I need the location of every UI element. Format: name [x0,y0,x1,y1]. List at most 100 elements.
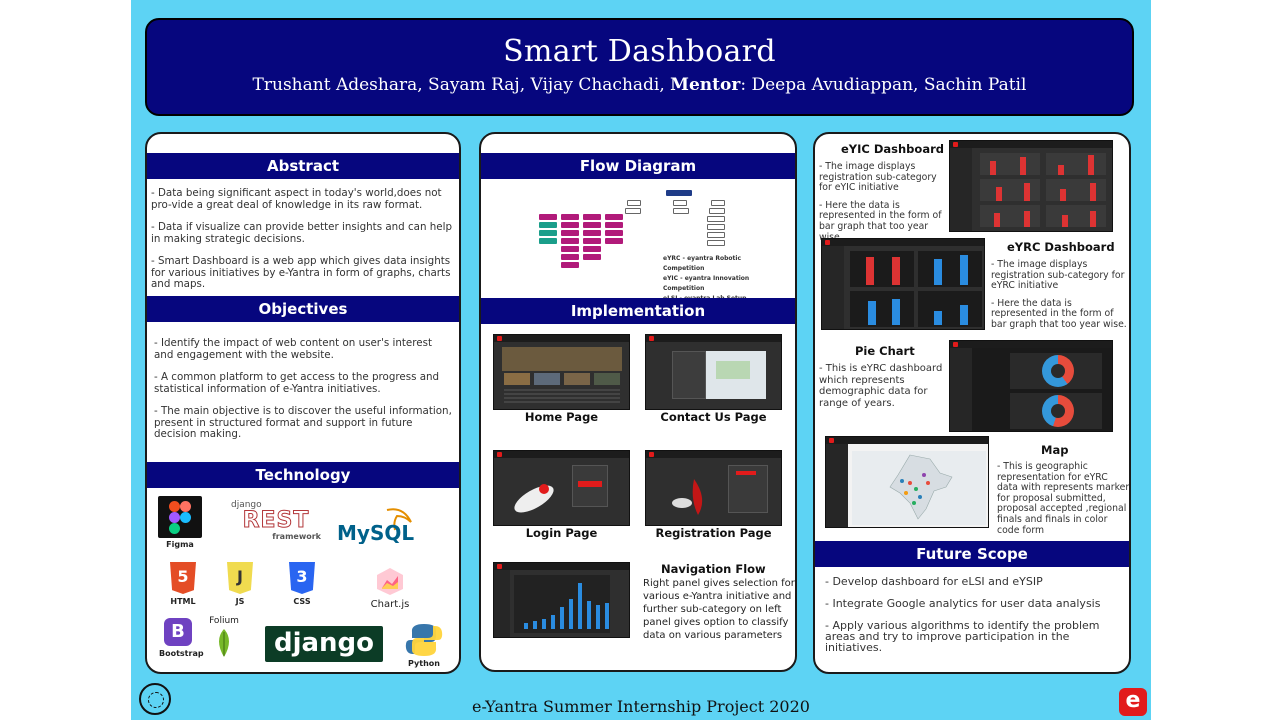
navigation-flow-text: Right panel gives selection for various … [643,578,795,641]
poster-title: Smart Dashboard [503,34,776,69]
abstract-bullets: - Data being significant aspect in today… [151,187,455,302]
login-page-screenshot [493,450,630,526]
future-scope-bullets: - Develop dashboard for eLSI and eYSIP -… [825,576,1125,664]
html-label: HTML [170,597,196,606]
thumbnail-bar [578,583,582,629]
eyrc-dashboard-title: eYRC Dashboard [1007,240,1115,254]
python-logo: Python [401,622,447,668]
thumbnail-bar [596,605,600,629]
registration-page-caption: Registration Page [655,526,772,540]
bootstrap-logo: B Bootstrap [159,618,204,658]
thumbnail-bar [569,599,573,629]
poster-authors: Trushant Adeshara, Sayam Raj, Vijay Chac… [147,75,1132,95]
authors-names: Trushant Adeshara, Sayam Raj, Vijay Chac… [252,75,671,95]
objectives-bullet: - A common platform to get access to the… [154,371,440,395]
eyic-dashboard-screenshot [949,140,1113,232]
python-icon [405,624,443,656]
js-logo: J JS [223,562,257,606]
poster: Smart Dashboard Trushant Adeshara, Sayam… [131,0,1151,720]
css-logo: 3 CSS [285,562,319,606]
rocket-illustration [672,479,703,515]
objectives-title: Objectives [147,296,459,322]
future-bullet: - Apply various algorithms to identify t… [825,619,1100,654]
js-label: JS [235,597,245,606]
abstract-bullet: - Smart Dashboard is a web app which giv… [151,255,451,290]
eyrc-desc-line: - The image displays registration sub-ca… [991,259,1125,292]
flow-legend-item: eYRC - eyantra Robotic Competition [663,255,742,272]
html5-icon: 5 [170,562,196,594]
footer-text: e-Yantra Summer Internship Project 2020 [472,697,810,716]
django-label: django [265,626,383,662]
thumbnail-bar [560,607,564,629]
mysql-logo: MySQL [335,504,425,546]
pie-chart-title: Pie Chart [855,344,915,358]
flow-legend-item: eYIC - eyantra Innovation Competition [663,275,750,292]
eyrc-dashboard-desc: - The image displays registration sub-ca… [991,259,1129,331]
contact-page-screenshot [645,334,782,410]
navigation-flow-title: Navigation Flow [661,562,766,576]
eyic-dashboard-desc: - The image displays registration sub-ca… [819,161,951,243]
objectives-bullets: - Identify the impact of web content on … [154,337,454,452]
implementation-title: Implementation [481,298,795,324]
technology-title: Technology [147,462,459,488]
abstract-bullet: - Data being significant aspect in today… [151,187,442,211]
registration-page-screenshot [645,450,782,526]
thumbnail-bar [524,623,528,629]
thumbnail-bar [587,601,591,629]
abstract-title: Abstract [147,153,459,179]
folium-logo: Folium [207,616,241,658]
eyrc-dashboard-screenshot [821,238,985,330]
institute-emblem-icon [139,683,171,715]
middle-column: Flow Diagram [479,132,797,672]
home-page-caption: Home Page [524,410,599,424]
folium-label: Folium [209,616,239,626]
django-logo: django [265,626,383,662]
thumbnail-bar [605,603,609,629]
leaf-icon [219,629,229,657]
abstract-bullet: - Data if visualize can provide better i… [151,221,453,245]
drf-main: REST [242,508,310,533]
thumbnail-bar [533,621,537,629]
chartjs-label: Chart.js [370,599,410,610]
map-title: Map [1041,443,1069,457]
login-page-caption: Login Page [525,526,598,540]
html-logo: 5 HTML [165,562,201,606]
eyantra-logo-icon: e [1119,688,1147,716]
drf-bottom: framework [272,532,321,541]
flow-title: Flow Diagram [481,153,795,179]
js-icon: J [227,562,253,594]
objectives-bullet: - The main objective is to discover the … [154,405,452,440]
pie-chart-desc: - This is eYRC dashboard which represent… [819,363,943,409]
pie-chart-screenshot [949,340,1113,432]
thumbnail-bar [551,615,555,629]
chartjs-logo: Chart.js [367,566,413,610]
eyic-dashboard-title: eYIC Dashboard [841,142,944,156]
eyic-desc-line: - The image displays registration sub-ca… [819,161,937,194]
bootstrap-label: Bootstrap [159,649,204,658]
drf-logo: django REST framework [231,500,321,541]
eyic-desc-line: - Here the data is represented in the fo… [819,199,942,242]
navigation-flow-screenshot [493,562,630,638]
css-label: CSS [293,597,311,606]
poster-header: Smart Dashboard Trushant Adeshara, Sayam… [145,18,1134,116]
python-label: Python [408,659,440,668]
future-bullet: - Develop dashboard for eLSI and eYSIP [825,575,1043,588]
left-column: Abstract - Data being significant aspect… [145,132,461,674]
bootstrap-icon: B [164,618,192,646]
figma-icon [158,496,202,538]
right-column: eYIC Dashboard - The image displays regi… [813,132,1131,674]
figma-logo: Figma [157,496,203,549]
home-page-screenshot [493,334,630,410]
map-screenshot [825,436,989,528]
css3-icon: 3 [289,562,315,594]
drf-top: django [231,500,262,510]
thumbnail-bar [542,619,546,629]
mentor-label: Mentor [670,75,741,95]
eyrc-desc-line: - Here the data is represented in the fo… [991,297,1127,330]
navigation-bar-chart [524,583,609,629]
contact-page-caption: Contact Us Page [660,410,767,424]
mentor-names: : Deepa Avudiappan, Sachin Patil [740,75,1027,95]
future-scope-title: Future Scope [815,541,1129,567]
future-bullet: - Integrate Google analytics for user da… [825,597,1101,610]
flow-diagram: eYRC - eyantra Robotic Competition eYIC … [531,186,761,312]
